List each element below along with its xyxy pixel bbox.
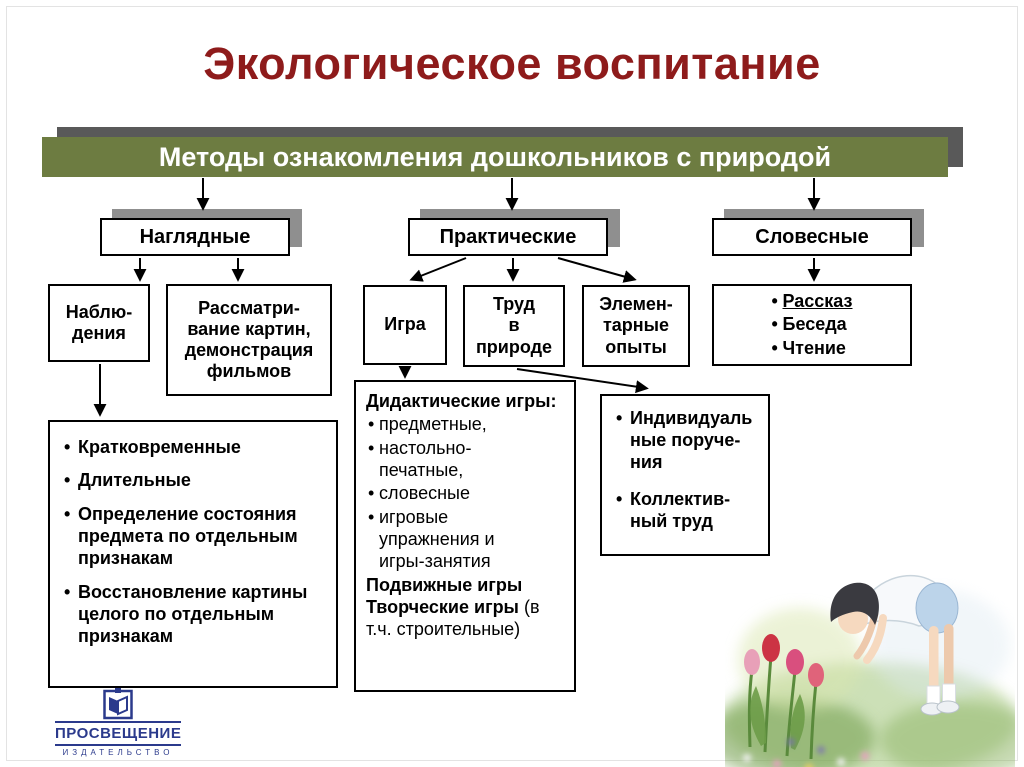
list-item: Беседа (772, 313, 853, 337)
list-item: Определение состояния предмета по отдель… (64, 503, 328, 570)
list-item: игровые упражнения и игры-занятия (366, 506, 568, 573)
mobile-games-label: Подвижные игры (366, 574, 523, 595)
small-flowers (743, 738, 869, 767)
methods-header-bar: Методы ознакомления дошкольников с приро… (42, 127, 963, 177)
tulips (744, 634, 824, 760)
category-visual: Наглядные (100, 209, 302, 256)
page-title: Экологическое воспитание (203, 38, 821, 89)
list-item: настольно-печатные, (366, 437, 568, 482)
box-pictures-line: Рассматри- (198, 297, 300, 318)
prosveshchenie-logo-icon (103, 688, 133, 720)
category-verbal: Словесные (712, 209, 924, 256)
list-item: Индивидуаль ные поруче-ния (616, 408, 758, 474)
box-experiments-line: Элемен- (599, 294, 673, 315)
box-observation-kinds: Кратковременные Длительные Определение с… (48, 420, 338, 688)
arrow-practical-to-game (409, 257, 467, 282)
list-item: предметные, (366, 413, 568, 436)
box-game: Игра (363, 285, 447, 365)
creative-games-label: Творческие игры (366, 596, 519, 617)
box-pictures-films: Рассматри- вание картин, демонстрация фи… (166, 284, 332, 396)
child-smelling-flowers-illustration (725, 575, 1015, 767)
list-item: словесные (366, 482, 568, 505)
didactic-heading: Дидактические игры: (366, 391, 557, 411)
box-experiments: Элемен- тарные опыты (582, 285, 690, 367)
list-item: Чтение (772, 337, 853, 361)
publisher-name: ПРОСВЕЩЕНИЕ (55, 721, 181, 746)
box-pictures-line: вание картин, (187, 318, 311, 339)
creative-games-suffix: (в т.ч. строительные) (366, 596, 540, 640)
category-practical: Практические (408, 209, 620, 256)
box-labor-line: Труд (492, 294, 536, 315)
box-experiments-line: тарные (602, 315, 670, 336)
box-pictures-line: демонстрация (184, 340, 314, 360)
publisher-subtitle: ИЗДАТЕЛЬСТВО (62, 748, 174, 757)
box-observations-line: Наблю- (65, 301, 133, 322)
list-item: Длительные (64, 469, 328, 492)
box-labor-line: природе (475, 336, 553, 357)
list-item: Рассказ (772, 290, 853, 314)
prosveshchenie-logo: ПРОСВЕЩЕНИЕ ИЗДАТЕЛЬСТВО (55, 688, 181, 757)
category-visual-label: Наглядные (100, 218, 290, 256)
box-experiments-line: опыты (605, 336, 667, 357)
list-item: Коллектив-ный труд (616, 489, 758, 533)
list-item: Кратковременные (64, 436, 328, 459)
box-observations-line: дения (72, 323, 126, 343)
box-game-label: Игра (384, 314, 426, 335)
methods-header-label: Методы ознакомления дошкольников с приро… (42, 137, 948, 177)
box-labor-in-nature: Труд в природе (463, 285, 565, 367)
box-observations: Наблю- дения (48, 284, 150, 362)
list-item: Восстановление картины целого по отдельн… (64, 581, 328, 648)
box-pictures-line: фильмов (206, 361, 292, 382)
box-verbal-methods: Рассказ Беседа Чтение (712, 284, 912, 366)
box-labor-kinds: Индивидуаль ные поруче-ния Коллектив-ный… (600, 394, 770, 556)
category-verbal-label: Словесные (712, 218, 912, 256)
box-labor-line: в (508, 315, 520, 336)
category-practical-label: Практические (408, 218, 608, 256)
child-figure (830, 575, 960, 716)
creative-games-line: Творческие игры (в т.ч. строительные) (366, 596, 568, 641)
arrow-practical-to-experiments (557, 257, 637, 283)
box-didactic-games: Дидактические игры: предметные, настольн… (354, 380, 576, 692)
verbal-methods-list: Рассказ Беседа Чтение (772, 290, 853, 361)
